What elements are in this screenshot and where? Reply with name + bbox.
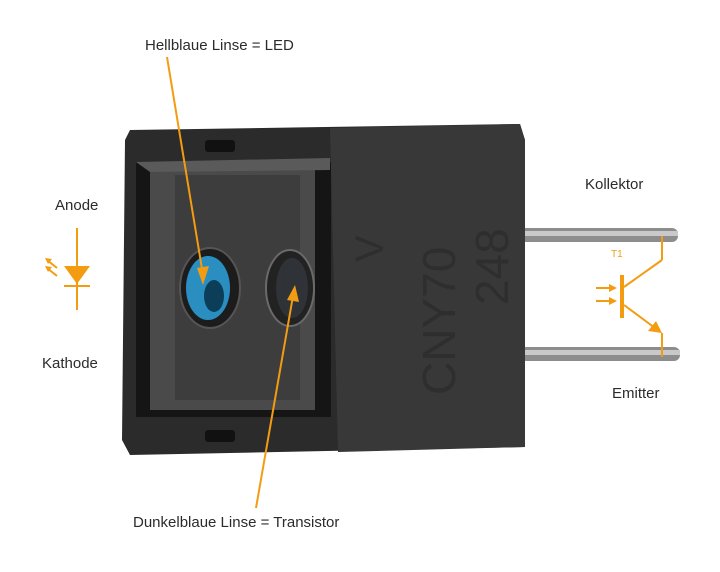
led-diode-icon: [45, 228, 90, 310]
anode-label: Anode: [55, 197, 99, 214]
emitter-pin: [520, 347, 680, 361]
emitter-label: Emitter: [612, 385, 660, 402]
cathode-label: Kathode: [42, 355, 98, 372]
led-lens-label: Hellblaue Linse = LED: [145, 37, 294, 54]
marking-part-number: CNY70: [413, 246, 465, 395]
transistor-symbol-label: T1: [611, 249, 623, 260]
collector-pin: [520, 228, 678, 242]
marking-v: V: [348, 235, 392, 262]
led-pointer-arrow: [166, 56, 209, 285]
transistor-pointer-arrow: [255, 285, 299, 509]
transistor-lens-label: Dunkelblaue Linse = Transistor: [133, 514, 340, 531]
transistor-lens: [265, 249, 315, 327]
phototransistor-icon: [596, 236, 663, 357]
marking-code: 248: [466, 228, 518, 305]
collector-label: Kollektor: [585, 176, 644, 193]
led-lens: [179, 247, 241, 329]
